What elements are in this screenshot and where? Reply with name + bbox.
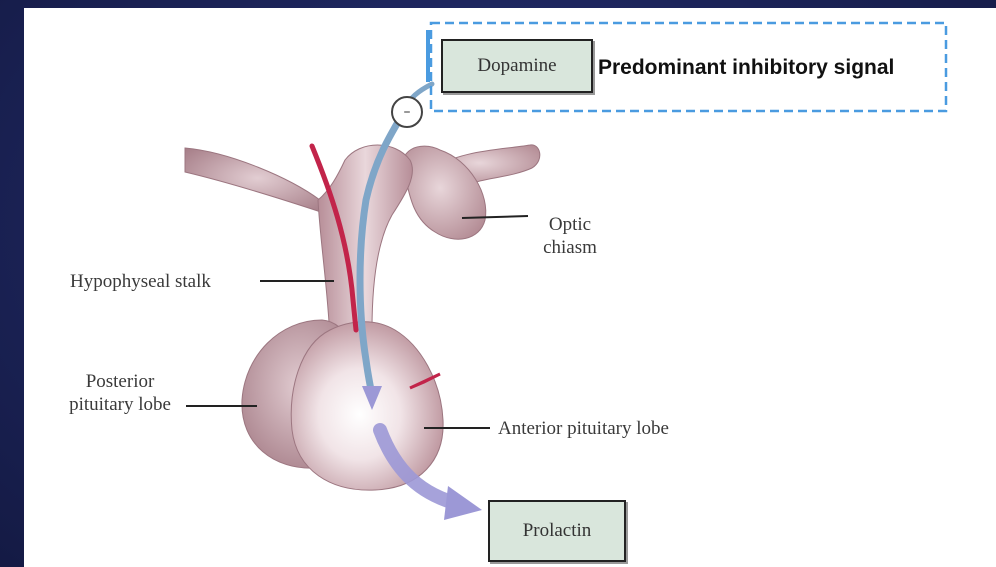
hypophyseal-stalk-label: Hypophyseal stalk [70, 270, 211, 293]
optic-chiasm-label-line2: chiasm [530, 236, 610, 259]
posterior-label-line2: pituitary lobe [50, 393, 190, 416]
inhibitory-signal-text[interactable]: Predominant inhibitory signal [598, 56, 894, 80]
dopamine-box: Dopamine [441, 39, 593, 93]
hypothalamus-tissue [185, 148, 330, 215]
optic-chiasm-label-line1: Optic [530, 213, 610, 236]
optic-chiasm-label: Optic chiasm [530, 213, 610, 259]
posterior-label-line1: Posterior [50, 370, 190, 393]
posterior-lobe-label: Posterior pituitary lobe [50, 370, 190, 416]
prolactin-box: Prolactin [488, 500, 626, 562]
anterior-lobe-label: Anterior pituitary lobe [498, 417, 706, 440]
prolactin-arrowhead [444, 486, 482, 520]
hypophyseal-stalk-shape [318, 145, 412, 340]
inhibition-minus-icon: – [391, 96, 423, 128]
